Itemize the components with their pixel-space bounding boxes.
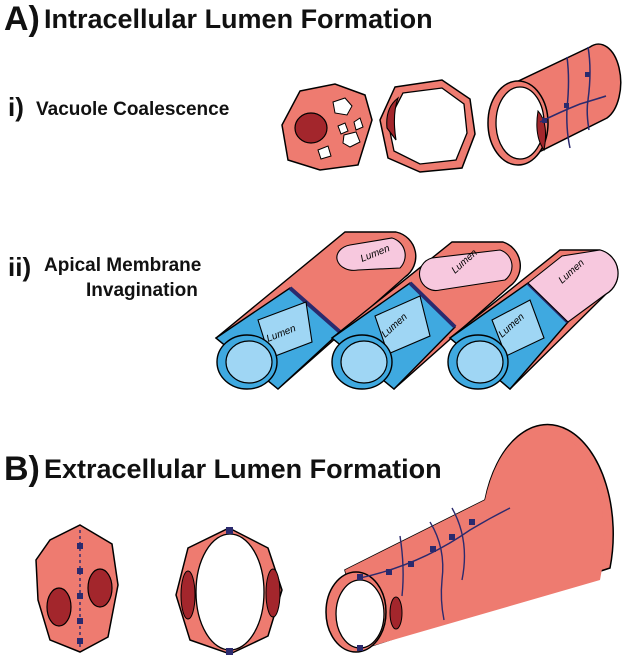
nucleus-shape [294,112,328,144]
nucleus-shape [265,568,281,618]
junction-marker [564,103,569,108]
sub-ii-title-line1: Apical Membrane [44,255,202,276]
junction-marker [469,519,475,525]
junction-marker [77,568,83,574]
invagination-tube-1 [214,231,417,390]
vacuole-tube [487,43,622,166]
nucleus-shape [46,587,72,627]
extracellular-cell-pair [35,524,119,653]
junction-marker [542,118,547,123]
junction-marker [226,527,233,534]
vacuole-cell-2 [379,79,476,173]
junction-marker [357,645,363,651]
section-a-title: Intracellular Lumen Formation [44,4,433,34]
section-b-title: Extracellular Lumen Formation [44,454,442,484]
extracellular-lumen-ring [175,527,283,655]
junction-marker [408,561,414,567]
junction-marker [357,574,363,580]
invagination-tube-2 [330,241,521,390]
vacuole-shape [317,145,332,160]
sub-ii-numeral: ii) [8,252,32,282]
vacuole-shape [332,97,353,116]
junction-line [586,46,591,131]
junction-marker [386,569,392,575]
junction-line [451,507,466,581]
nucleus-shape [87,568,113,608]
section-b-letter: B) [4,450,40,488]
junction-line [399,535,404,597]
junction-line [539,95,607,123]
vacuole-shape [353,117,364,131]
sub-ii-title-line2: Invagination [86,280,198,301]
junction-marker [430,546,436,552]
junction-marker [226,648,233,655]
vacuole-cell-1 [281,83,373,171]
nucleus-shape [389,596,403,630]
junction-marker [77,543,83,549]
sub-i-title: Vacuole Coalescence [36,99,230,120]
vacuole-shape [342,131,361,148]
vacuole-shape [337,122,349,135]
section-a-letter: A) [4,0,40,38]
junction-marker [77,618,83,624]
junction-line [429,521,445,621]
invagination-tube-3 [447,249,619,390]
nucleus-shape [386,96,400,141]
junction-marker [449,534,455,540]
junction-marker [77,593,83,599]
junction-marker [77,638,83,644]
junction-marker [585,72,590,77]
nucleus-shape [180,570,196,620]
sub-i-numeral: i) [8,92,24,122]
extracellular-tube [325,423,614,653]
